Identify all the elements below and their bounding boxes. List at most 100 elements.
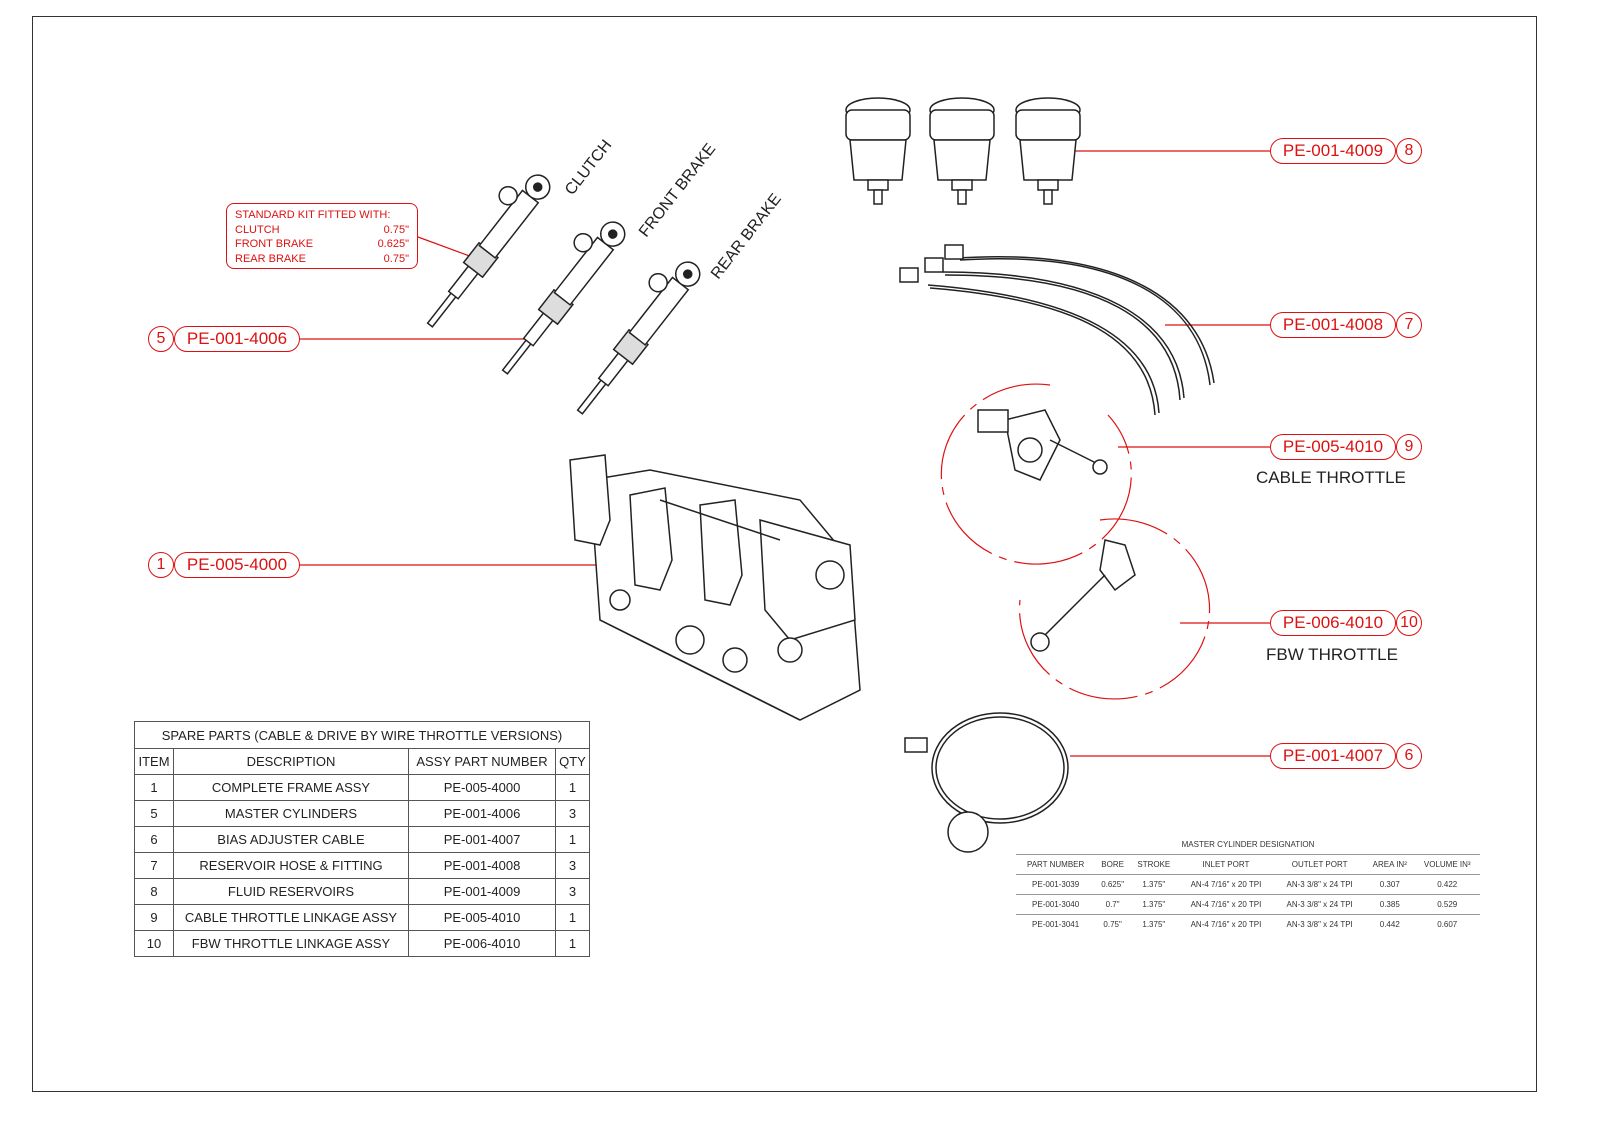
mc-cell: AN-3 3/8" x 24 TPI (1274, 894, 1366, 915)
cell-qty: 3 (555, 800, 590, 827)
item-number-bubble: 5 (148, 326, 174, 352)
table-header-row: ITEM DESCRIPTION ASSY PART NUMBER QTY (134, 748, 590, 775)
part-number-bubble: PE-006-4010 (1270, 610, 1396, 636)
callout-item-5: 5 PE-001-4006 (148, 325, 300, 353)
callout-item-7: PE-001-4008 7 (1270, 311, 1422, 339)
cell-part-number: PE-001-4008 (408, 852, 556, 879)
kit-row-name: CLUTCH (235, 223, 280, 236)
mc-cell: AN-4 7/16" x 20 TPI (1177, 914, 1275, 934)
bias-cable-drawing (904, 712, 1069, 853)
mc-cell: 1.375" (1129, 874, 1178, 895)
mc-header: AREA IN² (1365, 854, 1415, 875)
cell-item: 8 (134, 878, 174, 905)
cell-description: FBW THROTTLE LINKAGE ASSY (173, 930, 409, 957)
cell-qty: 1 (555, 930, 590, 957)
part-number-bubble: PE-005-4010 (1270, 434, 1396, 460)
item-number-bubble: 6 (1396, 743, 1422, 769)
cell-part-number: PE-006-4010 (408, 930, 556, 957)
mc-cell: AN-4 7/16" x 20 TPI (1177, 874, 1275, 895)
kit-row-name: FRONT BRAKE (235, 238, 314, 250)
cell-part-number: PE-001-4007 (408, 826, 556, 853)
mc-cell: PE-001-3041 (1016, 914, 1096, 934)
item-number-bubble: 9 (1396, 434, 1422, 460)
cell-qty: 1 (555, 904, 590, 931)
mc-cell: 0.607 (1414, 914, 1480, 934)
standard-kit-note: STANDARD KIT FITTED WITH: CLUTCH 0.75" FR… (226, 203, 418, 269)
throttle-drawing (977, 409, 1136, 652)
cable-throttle-caption: CABLE THROTTLE (1256, 468, 1406, 487)
item-number-bubble: 7 (1396, 312, 1422, 338)
header-part-number: ASSY PART NUMBER (408, 748, 556, 775)
cell-part-number: PE-005-4010 (408, 904, 556, 931)
master-cylinder-title: MASTER CYLINDER DESIGNATION (1181, 839, 1315, 849)
callout-item-10: PE-006-4010 10 (1270, 609, 1422, 637)
kit-row-size: 0.75" (383, 252, 409, 265)
mc-cell: AN-3 3/8" x 24 TPI (1274, 874, 1366, 895)
mc-header: INLET PORT (1177, 854, 1275, 875)
reservoirs-drawing (845, 97, 1081, 205)
cell-part-number: PE-001-4009 (408, 878, 556, 905)
kit-note-title: STANDARD KIT FITTED WITH: (235, 209, 391, 221)
cell-description: RESERVOIR HOSE & FITTING (173, 852, 409, 879)
mc-cell: AN-4 7/16" x 20 TPI (1177, 894, 1275, 915)
kit-row-name: REAR BRAKE (235, 252, 306, 265)
mc-cell: PE-001-3040 (1016, 894, 1096, 915)
cell-qty: 1 (555, 774, 590, 801)
header-description: DESCRIPTION (173, 748, 409, 775)
kit-row-size: 0.75" (383, 223, 409, 236)
mc-cell: 1.375" (1129, 894, 1178, 915)
mc-cell: 0.442 (1365, 914, 1415, 934)
table-header-row: PART NUMBER BORE STROKE INLET PORT OUTLE… (1016, 854, 1480, 875)
cell-description: BIAS ADJUSTER CABLE (173, 826, 409, 853)
leader-lines (300, 150, 1270, 757)
mc-cell: 0.307 (1365, 874, 1415, 895)
spare-parts-title: SPARE PARTS (CABLE & DRIVE BY WIRE THROT… (134, 721, 590, 749)
mc-cell: 0.422 (1414, 874, 1480, 895)
cell-item: 6 (134, 826, 174, 853)
mc-cell: AN-3 3/8" x 24 TPI (1274, 914, 1366, 934)
mc-cell: PE-001-3039 (1016, 874, 1096, 895)
item-number-bubble: 10 (1396, 610, 1422, 636)
cell-qty: 3 (555, 878, 590, 905)
cell-description: COMPLETE FRAME ASSY (173, 774, 409, 801)
pedal-frame-drawing (569, 454, 861, 721)
mc-header: VOLUME IN³ (1414, 854, 1480, 875)
callout-item-9: PE-005-4010 9 (1270, 433, 1422, 461)
mc-header: OUTLET PORT (1274, 854, 1366, 875)
mc-cell: 0.625" (1095, 874, 1130, 895)
callout-item-8: PE-001-4009 8 (1270, 137, 1422, 165)
callout-item-6: PE-001-4007 6 (1270, 742, 1422, 770)
kit-note-row: REAR BRAKE 0.75" (235, 252, 409, 267)
mc-header: BORE (1095, 854, 1130, 875)
mc-cell: 0.529 (1414, 894, 1480, 915)
cell-description: CABLE THROTTLE LINKAGE ASSY (173, 904, 409, 931)
mc-cell: 1.375" (1129, 914, 1178, 934)
part-number-bubble: PE-001-4006 (174, 326, 300, 352)
spare-parts-table: SPARE PARTS (CABLE & DRIVE BY WIRE THROT… (134, 721, 590, 957)
item-number-bubble: 8 (1396, 138, 1422, 164)
mc-header: PART NUMBER (1016, 854, 1096, 875)
cell-item: 10 (134, 930, 174, 957)
mc-cell: 0.7" (1095, 894, 1130, 915)
header-item: ITEM (134, 748, 174, 775)
hoses-drawing (899, 244, 1215, 416)
kit-row-size: 0.625" (377, 238, 409, 250)
kit-note-row: CLUTCH 0.75" (235, 223, 409, 238)
mc-cell: 0.75" (1095, 914, 1130, 934)
item-number-bubble: 1 (148, 552, 174, 578)
cell-item: 5 (134, 800, 174, 827)
mc-cell: 0.385 (1365, 894, 1415, 915)
cell-item: 9 (134, 904, 174, 931)
part-number-bubble: PE-001-4009 (1270, 138, 1396, 164)
